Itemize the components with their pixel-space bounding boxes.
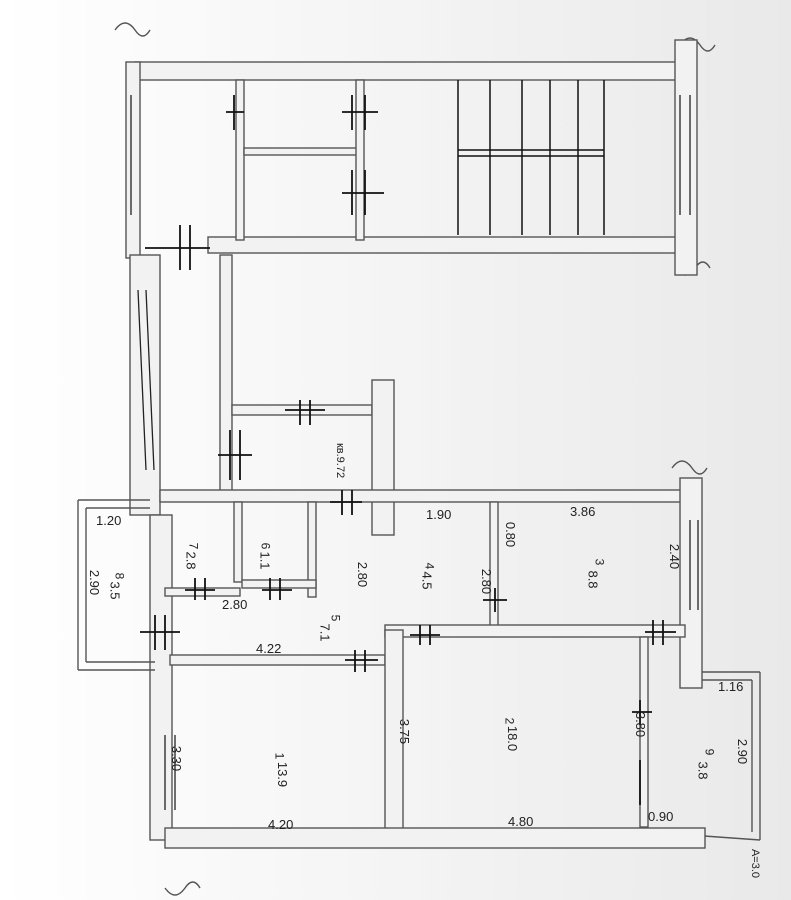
dim-label: 4.20 [268, 817, 294, 832]
wc-wall [241, 579, 317, 589]
room-area: 8.8 [585, 570, 601, 589]
stair-steps [457, 80, 605, 235]
dim-label: 4.22 [256, 641, 282, 656]
dim-label: 1.16 [718, 679, 744, 694]
dim-label: 2.80 [479, 568, 495, 595]
dim-label: 3.80 [633, 711, 649, 738]
room-area: 3.8 [695, 761, 711, 780]
dim-label: 0.80 [503, 521, 519, 548]
room-number: 2 [502, 717, 517, 725]
room-area: 1.1 [257, 551, 273, 570]
break-mark [164, 881, 201, 896]
dim-label: 2.40 [667, 543, 683, 570]
dim-label: 2.90 [87, 569, 103, 596]
stair-left-wall [125, 61, 141, 259]
stair-partition [235, 79, 245, 241]
room-area: 3.5 [107, 581, 123, 600]
room-area: 18.0 [505, 725, 521, 752]
dim-label: 4.80 [508, 814, 534, 829]
dim-label: A=3.0 [749, 848, 762, 879]
room-number: 6 [258, 542, 273, 550]
wc-wall [307, 501, 317, 598]
room-number: 8 [112, 572, 127, 580]
room-number: 5 [328, 614, 343, 622]
room-area: 2.8 [183, 551, 199, 570]
stair-top-wall [134, 61, 681, 81]
room-number: 9 [702, 748, 717, 756]
break-mark [114, 22, 151, 37]
main-wall-top [159, 489, 683, 503]
room-number: 1 [272, 752, 287, 760]
dim-label: 3.30 [169, 745, 185, 772]
column [371, 379, 395, 536]
stair-partition [355, 79, 365, 241]
dim-label: 1.20 [96, 513, 122, 528]
dim-label: 2.80 [222, 597, 248, 612]
dim-label: кв.9.72 [334, 442, 347, 479]
room3-partition [489, 501, 499, 633]
break-mark [671, 460, 708, 475]
exterior-wall-bottom [164, 827, 706, 849]
room-number: 3 [592, 558, 607, 566]
window [137, 289, 147, 471]
exterior-wall-left [129, 254, 161, 516]
room-number: 4 [422, 562, 437, 570]
stair-bottom-wall [207, 236, 679, 254]
dim-label: 2.90 [735, 738, 751, 765]
dim-label: 1.90 [426, 507, 452, 522]
loggia-wall [639, 636, 649, 828]
door-marks [140, 95, 676, 805]
dim-label: 3.86 [570, 504, 596, 519]
dim-label: 0.90 [648, 809, 674, 824]
room-area: 7.1 [317, 623, 333, 642]
room-area: 4.5 [419, 571, 435, 590]
room-area: 13.9 [275, 761, 291, 788]
stair-partition [243, 147, 360, 156]
wc-wall [233, 501, 243, 583]
exterior-wall-left-lower [149, 514, 173, 841]
exterior-wall-right [679, 477, 703, 689]
bath-wall [164, 587, 241, 597]
dim-label: 3.75 [397, 718, 413, 745]
dim-label: 2.80 [355, 561, 371, 588]
stair-right-wall [674, 39, 698, 276]
window [145, 289, 155, 471]
room-number: 7 [186, 542, 201, 550]
